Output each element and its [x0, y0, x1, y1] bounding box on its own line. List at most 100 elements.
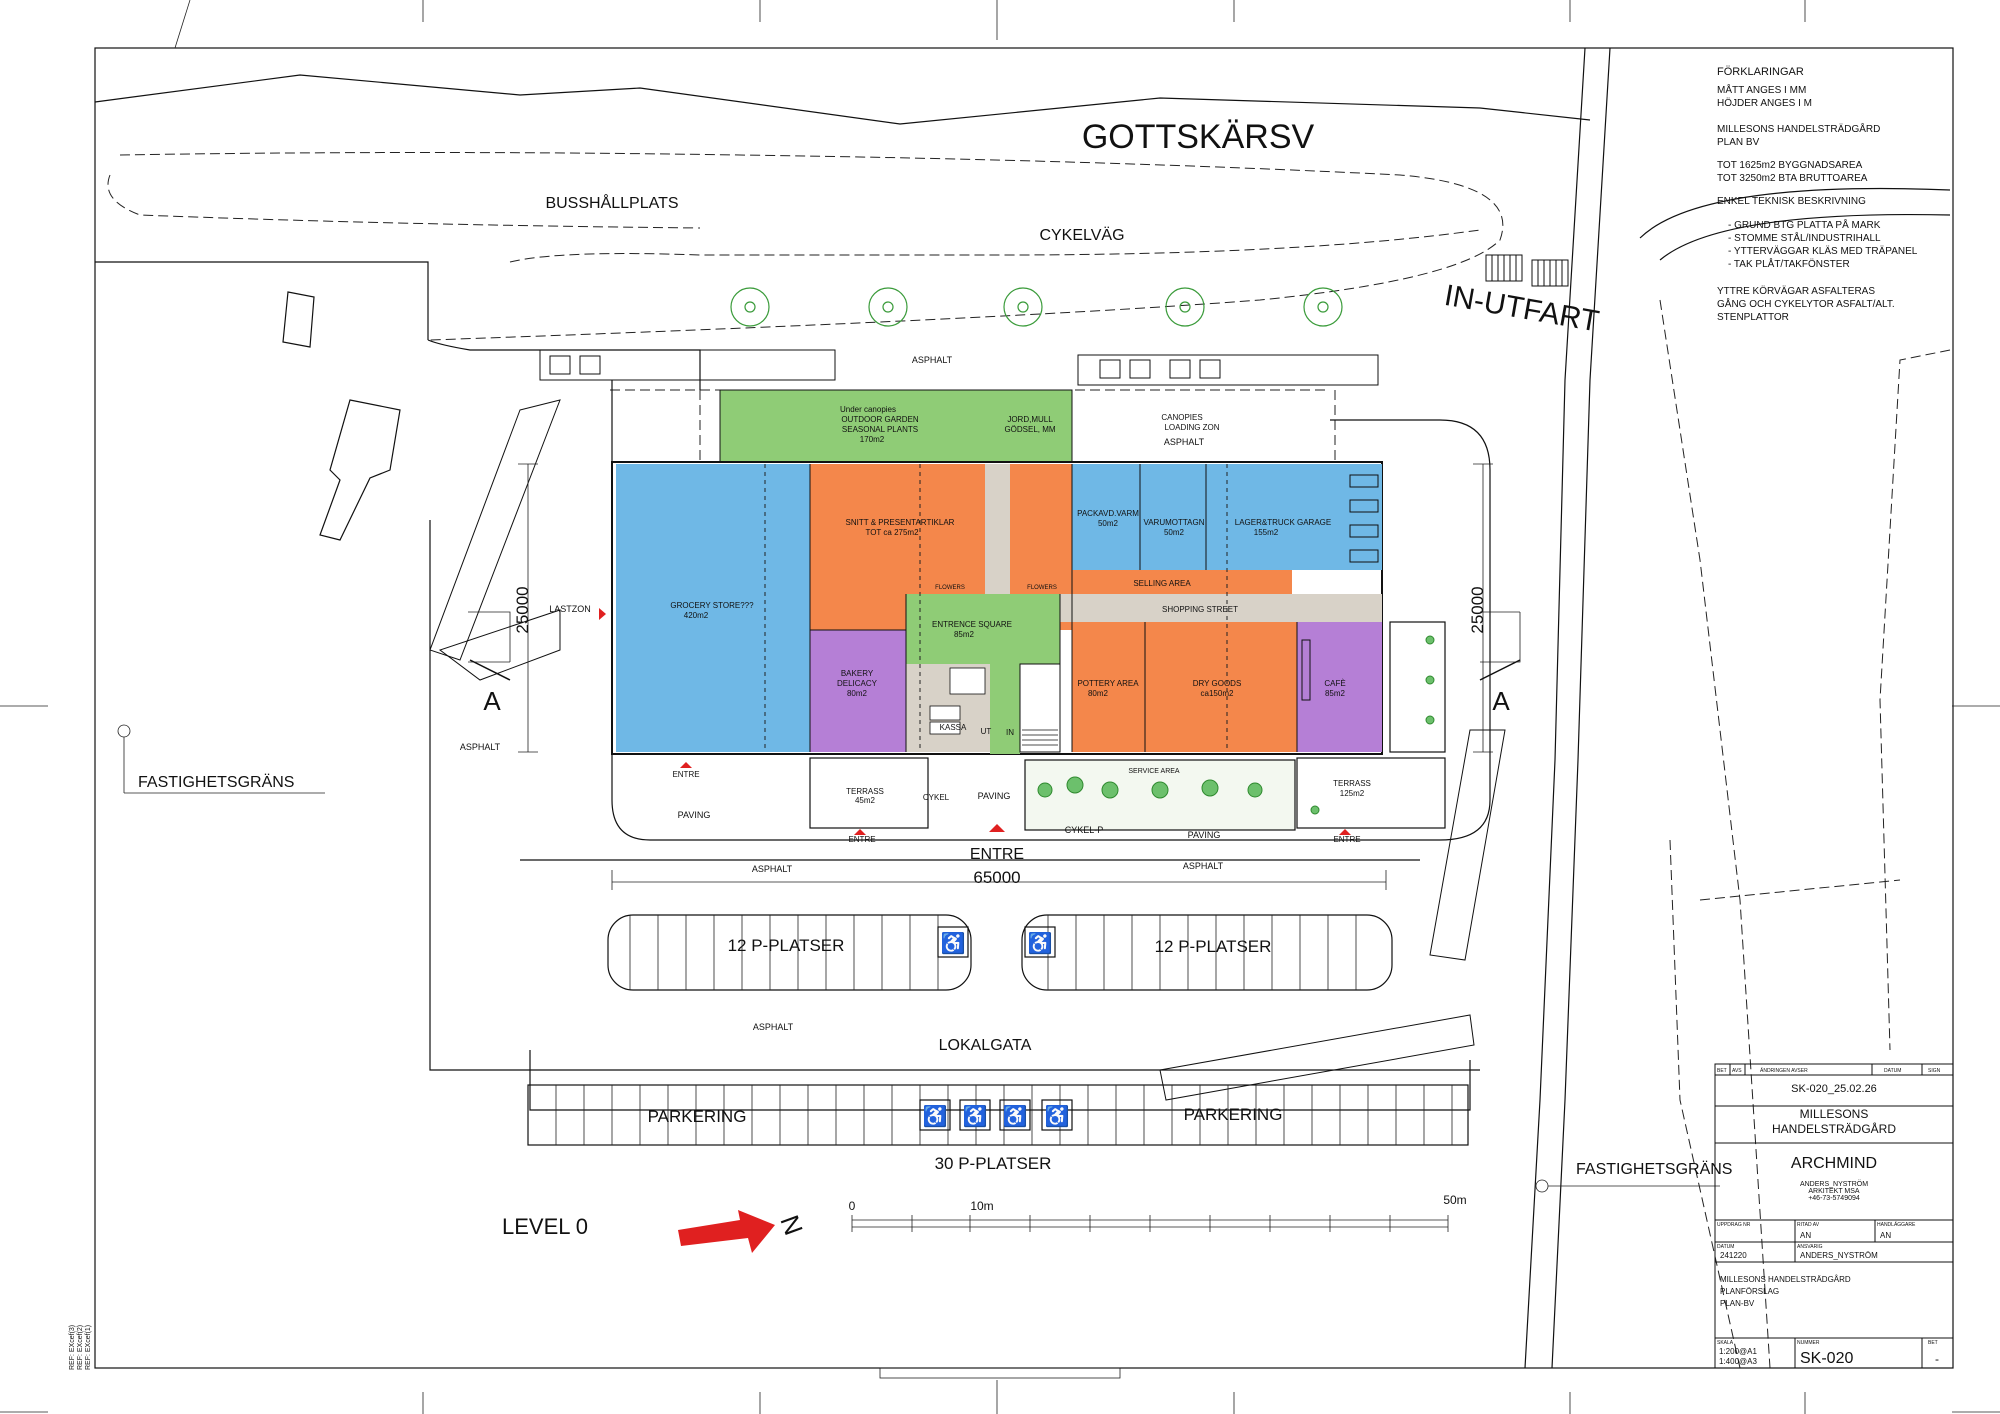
garden-label: Under canopies — [840, 405, 896, 414]
flowers-label: FLOWERS — [935, 585, 965, 591]
room-grocery — [616, 464, 810, 752]
legend-lines: MÅTT ANGES I MM HÖJDER ANGES I M MILLESO… — [1717, 83, 1918, 323]
tb-field-label: DATUM — [1717, 1244, 1734, 1250]
tb-field-label: HANDLÄGGARE — [1877, 1221, 1916, 1228]
svg-text:♿: ♿ — [1028, 931, 1053, 955]
legend-heading: FÖRKLARINGAR — [1717, 66, 1804, 78]
flowers-label: FLOWERS — [1027, 585, 1057, 591]
main-entrance-label: ENTRE — [970, 846, 1024, 863]
legend-line: TOT 3250m2 BTA BRUTTOAREA — [1717, 173, 1868, 184]
cykel-p-label: CYKEL-P — [1065, 825, 1104, 835]
asphalt-label: ASPHALT — [753, 1022, 794, 1032]
width-dimension: 65000 — [973, 868, 1020, 887]
svg-text:♿: ♿ — [1003, 1104, 1028, 1128]
in-out-label: IN-UTFART — [1442, 279, 1601, 339]
jord-label: JORD,MULL — [1007, 415, 1053, 424]
tb-office-sub: ARKITEKT MSA — [1808, 1188, 1860, 1195]
garden-label: SEASONAL PLANTS — [842, 425, 918, 434]
dry-goods-label: DRY GOODS — [1193, 679, 1242, 688]
room-shopping-street — [1060, 594, 1382, 622]
lager-area: 155m2 — [1254, 528, 1279, 537]
planting — [1037, 635, 1435, 815]
grocery-label: GROCERY STORE??? — [670, 601, 754, 610]
legend-line: MILLESONS HANDELSTRÄDGÅRD — [1717, 122, 1880, 135]
legend-line: GÅNG OCH CYKELYTOR ASFALT/ALT. — [1717, 297, 1895, 310]
lager-label: LAGER&TRUCK GARAGE — [1235, 518, 1331, 527]
bakery-label: DELICACY — [837, 679, 878, 688]
varumottagn-label: VARUMOTTAGN — [1143, 518, 1204, 527]
outdoor-garden-zone — [719, 389, 1073, 463]
tb-scale: 1:400@A3 — [1719, 1357, 1757, 1366]
room-bakery — [810, 630, 906, 752]
scale-bar — [851, 1215, 1449, 1232]
legend-line: - STOMME STÅL/INDUSTRIHALL — [1728, 231, 1881, 244]
tb-header: SIGN — [1928, 1068, 1941, 1074]
north-arrow: N — [678, 1210, 809, 1253]
tb-office: ARCHMIND — [1791, 1155, 1877, 1172]
tb-office-sub: ANDERS_NYSTRÖM — [1800, 1180, 1868, 1188]
in-label: IN — [1006, 728, 1014, 737]
parkering-label-right: PARKERING — [1184, 1105, 1283, 1124]
road-edges — [94, 47, 1951, 1369]
entry-triangles — [599, 608, 1351, 835]
building-footprint — [611, 461, 1383, 755]
asphalt-label: ASPHALT — [752, 864, 793, 874]
jord-label: GÖDSEL, MM — [1004, 425, 1055, 434]
legend-line: MÅTT ANGES I MM — [1717, 83, 1806, 96]
svg-text:♿: ♿ — [941, 931, 966, 955]
canopies-label: CANOPIES — [1161, 413, 1202, 422]
tb-header: ÄNDRINGEN AVSER — [1760, 1067, 1808, 1074]
tb-office-sub: +46-73-5749094 — [1808, 1195, 1860, 1202]
paving-label: PAVING — [678, 810, 711, 820]
tb-responsible: ANDERS_NYSTRÖM — [1800, 1251, 1878, 1260]
legend-line: - GRUND BTG PLATTA PÅ MARK — [1728, 218, 1881, 231]
tb-field-label: ANSVARIG — [1797, 1244, 1823, 1250]
parking-stall-lines — [555, 915, 1453, 1145]
cafe-label: CAFÈ — [1324, 679, 1345, 688]
tb-header: BET — [1717, 1068, 1727, 1074]
asphalt-label: ASPHALT — [460, 742, 501, 752]
room-selling-area — [1072, 570, 1292, 594]
asphalt-label: ASPHALT — [1164, 437, 1205, 447]
tb-project: MILLESONS — [1800, 1107, 1869, 1121]
terrace-right-label: TERRASS — [1333, 779, 1371, 788]
packavd-label: PACKAVD.VARM — [1077, 509, 1139, 518]
asphalt-label: ASPHALT — [1183, 861, 1224, 871]
legend-line: PLAN BV — [1717, 137, 1760, 148]
cykel-label: CYKEL — [923, 793, 950, 802]
pottery-label: POTTERY AREA — [1077, 679, 1139, 688]
crosswalk — [1485, 254, 1569, 287]
snitt-area: TOT ca 275m2 — [865, 528, 919, 537]
tb-field-label: RITAD AV — [1797, 1222, 1820, 1228]
tb-date: 241220 — [1720, 1251, 1747, 1260]
room-entrence-square — [906, 594, 1060, 664]
depth-dimension-right: 25000 — [1468, 586, 1487, 633]
level-label: LEVEL 0 — [502, 1214, 588, 1239]
bakery-label: BAKERY — [841, 669, 874, 678]
room-pottery-drygoods — [1072, 622, 1297, 752]
depth-dimension-left: 25000 — [513, 586, 532, 633]
tb-scale: 1:200@A1 — [1719, 1347, 1757, 1356]
bakery-area: 80m2 — [847, 689, 868, 698]
svg-text:♿: ♿ — [963, 1104, 988, 1128]
tb-handler: AN — [1880, 1231, 1891, 1240]
local-street-label: LOKALGATA — [939, 1037, 1032, 1054]
neighbor-buildings — [282, 291, 401, 541]
main-road-label: GOTTSKÄRSV — [1082, 118, 1315, 156]
pottery-area: 80m2 — [1088, 689, 1109, 698]
tb-description: PLANFÖRSLAG — [1720, 1287, 1779, 1296]
legend-line: YTTRE KÖRVÄGAR ASFALTERAS — [1717, 285, 1875, 297]
entrance-label: ENTRE — [672, 770, 699, 779]
tb-header: AVS — [1732, 1068, 1742, 1074]
lastzon-label: LASTZON — [549, 604, 591, 614]
grocery-area: 420m2 — [684, 611, 709, 620]
parkering-label-left: PARKERING — [648, 1107, 747, 1126]
entrance-label: ENTRE — [848, 835, 875, 844]
room-cafe — [1297, 622, 1382, 752]
property-line-label-left: FASTIGHETSGRÄNS — [138, 773, 294, 791]
tb-revision-mark: - — [1935, 1352, 1939, 1366]
bike-path-label: CYKELVÄG — [1039, 226, 1124, 244]
title-block — [1714, 1063, 1954, 1369]
tb-revision: SK-020_25.02.26 — [1791, 1083, 1877, 1095]
